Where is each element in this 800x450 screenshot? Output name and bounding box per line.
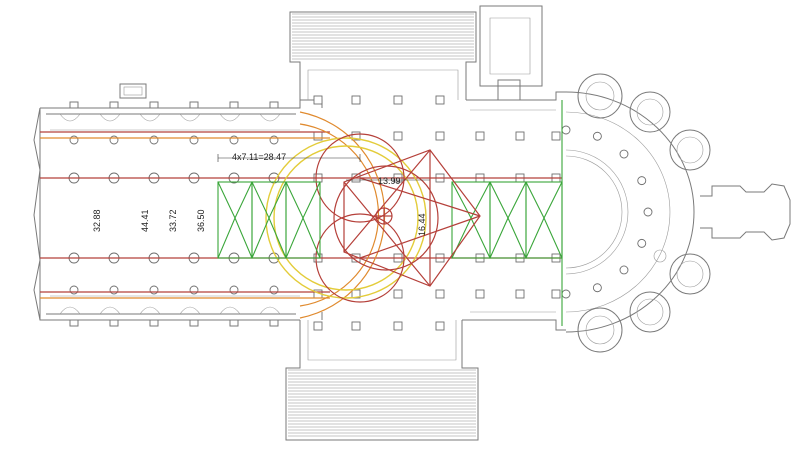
overlay-green-grid: [217, 100, 563, 326]
pier: [619, 149, 629, 159]
pier: [229, 135, 239, 145]
pier: [313, 321, 323, 331]
transept-hatching: [288, 13, 476, 437]
pier: [229, 285, 239, 295]
pier: [637, 176, 647, 186]
overlay-crossing-triangles: [343, 149, 481, 287]
pier: [351, 131, 361, 141]
pier: [149, 135, 159, 145]
pier: [435, 95, 445, 105]
pier: [551, 131, 561, 141]
pier: [619, 265, 629, 275]
green-bay: [285, 181, 321, 259]
dimension-lines: [217, 154, 430, 181]
pier: [435, 289, 445, 299]
pier: [551, 289, 561, 299]
pier: [435, 321, 445, 331]
pier: [643, 207, 653, 217]
pier: [393, 321, 403, 331]
pier: [393, 131, 403, 141]
pier: [515, 131, 525, 141]
green-bay-diagonal: [217, 181, 253, 220]
piers: [68, 95, 653, 331]
green-bay-diagonal: [285, 181, 321, 220]
pier: [435, 131, 445, 141]
pier: [149, 285, 159, 295]
pier: [189, 135, 199, 145]
pier: [475, 131, 485, 141]
pier: [109, 285, 119, 295]
pier: [515, 289, 525, 299]
pier: [313, 95, 323, 105]
green-bay-diagonal: [285, 216, 321, 259]
pier: [561, 289, 571, 299]
green-bay-diagonal: [451, 216, 491, 259]
nave-walls: [33, 83, 323, 327]
pier: [475, 289, 485, 299]
pier: [561, 125, 571, 135]
pier: [592, 283, 602, 293]
green-bay-diagonal: [525, 216, 563, 259]
pier: [269, 285, 279, 295]
pier: [69, 135, 79, 145]
top-span-label: 4x7.11=28.47: [232, 152, 286, 162]
pier: [69, 285, 79, 295]
pier: [109, 135, 119, 145]
pier: [393, 289, 403, 299]
nave-dim-label-1: 32.88: [92, 209, 102, 232]
pier: [637, 238, 647, 248]
pier: [592, 131, 602, 141]
green-bay-diagonal: [217, 216, 253, 259]
pier: [393, 95, 403, 105]
pier: [269, 135, 279, 145]
nave-dim-label-4: 36.50: [196, 209, 206, 232]
nave-dim-label-2: 44.41: [140, 209, 150, 232]
crossing-width-label: 13.99: [378, 176, 401, 186]
pier: [351, 95, 361, 105]
chevet: [565, 73, 791, 353]
green-bay-diagonal: [489, 216, 527, 259]
pier: [189, 285, 199, 295]
crossing-height-label: 16.44: [417, 213, 427, 236]
green-bay-diagonal: [489, 181, 527, 220]
nave-dim-label-3: 33.72: [168, 209, 178, 232]
transept-walls: [285, 5, 566, 441]
overlay-arcs: [265, 111, 439, 319]
green-bay-diagonal: [251, 216, 287, 259]
green-bay-diagonal: [525, 181, 563, 220]
pier: [313, 131, 323, 141]
pier: [351, 321, 361, 331]
